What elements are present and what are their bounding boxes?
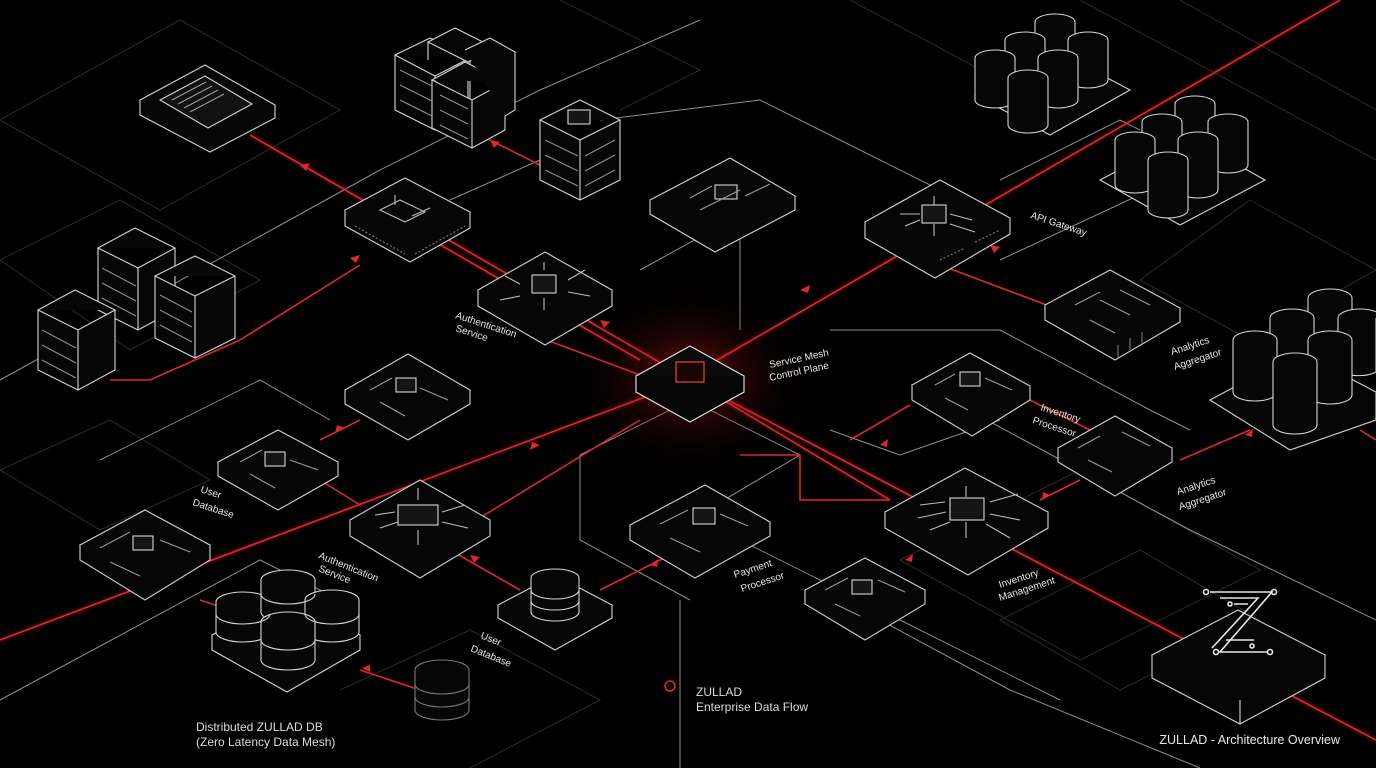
db-caption-2: (Zero Latency Data Mesh) <box>196 735 335 749</box>
nodes <box>36 13 1376 725</box>
mid-left-board-node <box>343 353 472 441</box>
database-cluster-right <box>1098 95 1267 226</box>
analytics-aggregator-bottom-node <box>1056 415 1174 497</box>
terminal-node <box>138 64 277 153</box>
database-cluster-top-right <box>973 13 1132 136</box>
server-rack-cluster-left <box>36 227 237 391</box>
db-caption-1: Distributed ZULLAD DB <box>196 720 323 734</box>
database-cluster-far-right <box>1208 288 1376 451</box>
api-gateway-label: API Gateway <box>1029 210 1088 238</box>
user-database-left-node <box>216 429 340 511</box>
payment-processor-node <box>628 484 772 579</box>
user-db-left-label-1: User <box>199 484 223 501</box>
database-cluster-bottom-left <box>210 569 362 693</box>
user-db-bottom-label-2: Database <box>469 644 513 670</box>
center-top-board-node <box>648 157 797 253</box>
data-flow-caption-2: Enterprise Data Flow <box>696 700 808 714</box>
auth-service-bottom-node <box>348 479 492 579</box>
junction-marker <box>664 680 676 692</box>
lower-right-board-node <box>803 557 927 641</box>
database-bottom-center <box>414 659 470 721</box>
api-gateway-node <box>863 179 1012 279</box>
user-database-bottom-node <box>496 568 614 651</box>
router-node <box>343 177 472 263</box>
inventory-management-node <box>883 467 1050 576</box>
analytics-aggregator-top-node <box>1043 269 1182 361</box>
logo-plinth <box>1150 609 1327 725</box>
cpu-server-stack <box>538 99 622 201</box>
inventory-processor-top-node <box>910 352 1032 437</box>
service-mesh-control-plane-node <box>634 345 746 423</box>
zullad-z-logo-icon <box>1202 588 1278 656</box>
captions: ZULLAD Enterprise Data Flow Distributed … <box>196 685 1341 749</box>
server-rack-cluster-top <box>393 27 516 149</box>
auth-service-top-node <box>476 251 614 346</box>
data-flow-caption-1: ZULLAD <box>696 685 742 699</box>
user-db-left-label-2: Database <box>191 497 236 521</box>
far-left-board-node <box>78 509 212 601</box>
architecture-overview-title: ZULLAD - Architecture Overview <box>1159 733 1341 747</box>
